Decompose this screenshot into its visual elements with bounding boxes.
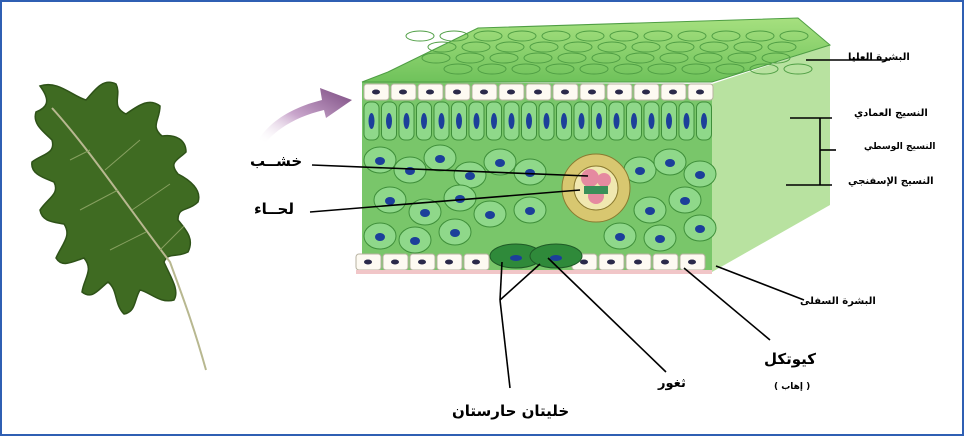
label-spongy: النسيج الإسفنجي xyxy=(848,176,934,187)
label-phloem: لحــاء xyxy=(254,200,294,218)
label-upper-epidermis: البشرة العليا xyxy=(848,52,910,63)
label-guard-cells: خليتان حارستان xyxy=(452,402,569,420)
magnify-arrow xyxy=(258,88,352,142)
leaf-blade xyxy=(32,82,199,314)
upper-epidermis-layer xyxy=(364,84,713,100)
label-palisade: النسيج العمادي xyxy=(854,108,928,119)
cross-section-block xyxy=(356,18,830,274)
label-cuticle-sub: ( إهاب ) xyxy=(774,382,810,392)
leaf-illustration xyxy=(32,82,206,370)
label-xylem: خشــب xyxy=(250,152,302,170)
label-stomata: ثغور xyxy=(658,376,686,391)
label-cuticle: كيوتكل xyxy=(764,350,816,368)
vascular-bundle xyxy=(562,154,630,222)
label-lower-epidermis: البشرة السفلى xyxy=(800,296,876,307)
label-mesophyll: النسيج الوسطي xyxy=(864,142,935,152)
cuticle-layer xyxy=(356,270,712,274)
